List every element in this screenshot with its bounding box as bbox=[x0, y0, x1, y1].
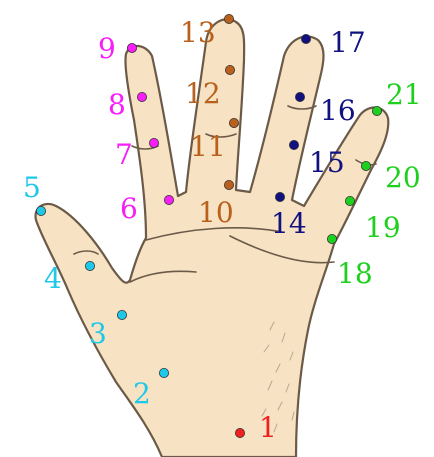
keypoint-dot-5 bbox=[36, 205, 47, 216]
keypoint-15: 15 bbox=[288, 139, 345, 179]
keypoint-label-8: 8 bbox=[108, 88, 126, 121]
keypoint-label-13: 13 bbox=[180, 16, 216, 49]
keypoint-label-9: 9 bbox=[98, 32, 116, 65]
keypoint-18: 18 bbox=[326, 233, 373, 290]
palm-crease-upper bbox=[229, 235, 335, 264]
keypoint-label-4: 4 bbox=[44, 262, 62, 295]
keypoint-label-15: 15 bbox=[309, 146, 345, 179]
keypoint-dot-17 bbox=[300, 34, 311, 45]
keypoint-2: 2 bbox=[133, 367, 169, 410]
keypoint-dot-15 bbox=[288, 139, 299, 150]
keypoint-3: 3 bbox=[89, 309, 128, 350]
keypoint-5: 5 bbox=[23, 171, 47, 216]
keypoint-dot-6 bbox=[163, 194, 174, 205]
keypoint-19: 19 bbox=[344, 195, 401, 244]
keypoint-dot-9 bbox=[127, 43, 138, 54]
keypoint-label-2: 2 bbox=[133, 377, 151, 410]
keypoint-8: 8 bbox=[108, 88, 147, 121]
palm-crease-middle bbox=[145, 227, 283, 241]
keypoint-16: 16 bbox=[294, 92, 356, 127]
keypoint-9: 9 bbox=[98, 32, 138, 65]
keypoint-dot-11 bbox=[228, 118, 239, 129]
keypoint-14: 14 bbox=[271, 191, 307, 240]
keypoint-label-11: 11 bbox=[190, 130, 226, 163]
keypoint-dot-16 bbox=[294, 92, 305, 103]
keypoint-21: 21 bbox=[371, 78, 422, 117]
keypoint-dot-14 bbox=[274, 191, 285, 202]
keypoint-4: 4 bbox=[44, 260, 96, 295]
keypoint-label-19: 19 bbox=[365, 211, 401, 244]
keypoint-dot-8 bbox=[136, 92, 147, 103]
keypoint-1: 1 bbox=[234, 411, 277, 444]
finger-crease-ring bbox=[287, 105, 317, 110]
keypoint-17: 17 bbox=[300, 26, 366, 59]
keypoint-12: 12 bbox=[185, 65, 235, 110]
keypoint-dot-2 bbox=[158, 367, 169, 378]
keypoint-label-6: 6 bbox=[120, 192, 138, 225]
keypoint-dot-13 bbox=[223, 13, 234, 24]
keypoint-dot-20 bbox=[360, 160, 371, 171]
keypoint-dot-12 bbox=[224, 65, 235, 76]
keypoint-dot-19 bbox=[344, 195, 355, 206]
keypoint-dot-4 bbox=[85, 260, 96, 271]
keypoint-20: 20 bbox=[360, 160, 421, 194]
keypoint-13: 13 bbox=[180, 13, 234, 49]
keypoint-label-1: 1 bbox=[259, 411, 277, 444]
thumb-crease bbox=[73, 250, 99, 255]
wrist-hair bbox=[261, 321, 295, 433]
palm-crease-thumb bbox=[129, 270, 197, 283]
keypoint-label-16: 16 bbox=[320, 94, 356, 127]
keypoint-dot-21 bbox=[371, 106, 382, 117]
keypoint-label-3: 3 bbox=[89, 317, 107, 350]
keypoint-label-14: 14 bbox=[271, 207, 307, 240]
keypoint-label-12: 12 bbox=[185, 77, 221, 110]
keypoint-dot-3 bbox=[117, 309, 128, 320]
keypoint-label-7: 7 bbox=[115, 138, 133, 171]
keypoint-7: 7 bbox=[115, 137, 159, 171]
keypoint-11: 11 bbox=[190, 118, 239, 163]
keypoint-label-21: 21 bbox=[386, 78, 422, 111]
keypoint-label-20: 20 bbox=[385, 161, 421, 194]
keypoint-dot-18 bbox=[326, 233, 337, 244]
keypoint-dot-10 bbox=[223, 179, 234, 190]
keypoint-label-10: 10 bbox=[198, 196, 234, 229]
keypoint-label-18: 18 bbox=[337, 257, 373, 290]
keypoint-dot-1 bbox=[234, 427, 245, 438]
keypoint-label-17: 17 bbox=[330, 26, 366, 59]
keypoint-dot-7 bbox=[148, 137, 159, 148]
keypoint-label-5: 5 bbox=[23, 171, 41, 204]
keypoint-10: 10 bbox=[198, 179, 234, 229]
finger-crease-middle bbox=[205, 133, 237, 138]
keypoint-6: 6 bbox=[120, 192, 174, 225]
